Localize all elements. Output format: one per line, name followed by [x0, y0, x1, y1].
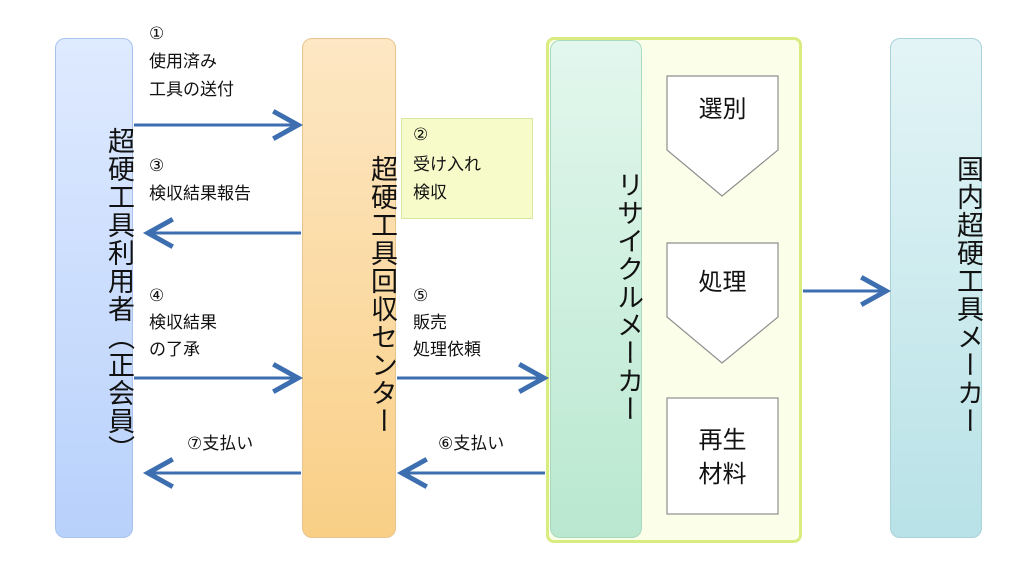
process-step-treatment: 処理 [698, 268, 747, 296]
user-column: 超硬工具利用者（正会員） [55, 38, 134, 538]
recycler-column: リサイクルメーカー [550, 40, 643, 538]
process-box-treatment-shape [666, 242, 779, 364]
process-step-recycled-line1: 再生 [698, 426, 747, 454]
label-1-line2: 工具の送付 [149, 80, 234, 100]
label-5-line1: 販売 [413, 313, 447, 333]
label-6-payment: ⑥支払い [438, 434, 505, 454]
process-step-recycled-line2: 材料 [698, 460, 747, 488]
process-box-recycled-shape [666, 397, 779, 515]
label-4-number: ④ [149, 286, 165, 306]
label-3-number: ③ [149, 156, 165, 176]
label-5-number: ⑤ [413, 286, 429, 306]
collection-center-label: 超硬工具回収センター [366, 155, 397, 435]
label-4-line2: の了承 [149, 340, 200, 360]
acceptance-note-box [401, 118, 533, 219]
label-7-payment: ⑦支払い [187, 434, 254, 454]
label-1-number: ① [149, 24, 165, 44]
domestic-maker-label: 国内超硬工具メーカー [952, 155, 983, 435]
label-1-line1: 使用済み [149, 52, 217, 72]
label-2-line2: 検収 [413, 183, 447, 203]
user-column-label: 超硬工具利用者（正会員） [103, 127, 134, 463]
label-2-line1: 受け入れ [413, 155, 481, 175]
label-2-number: ② [413, 125, 429, 145]
label-3-line1: 検収結果報告 [149, 184, 251, 204]
label-4-line1: 検収結果 [149, 313, 217, 333]
process-box-sorting-shape [666, 75, 779, 197]
collection-center-column: 超硬工具回収センター [302, 38, 397, 538]
recycler-label: リサイクルメーカー [612, 171, 643, 423]
label-5-line2: 処理依頼 [413, 340, 481, 360]
process-step-sorting: 選別 [698, 95, 747, 123]
